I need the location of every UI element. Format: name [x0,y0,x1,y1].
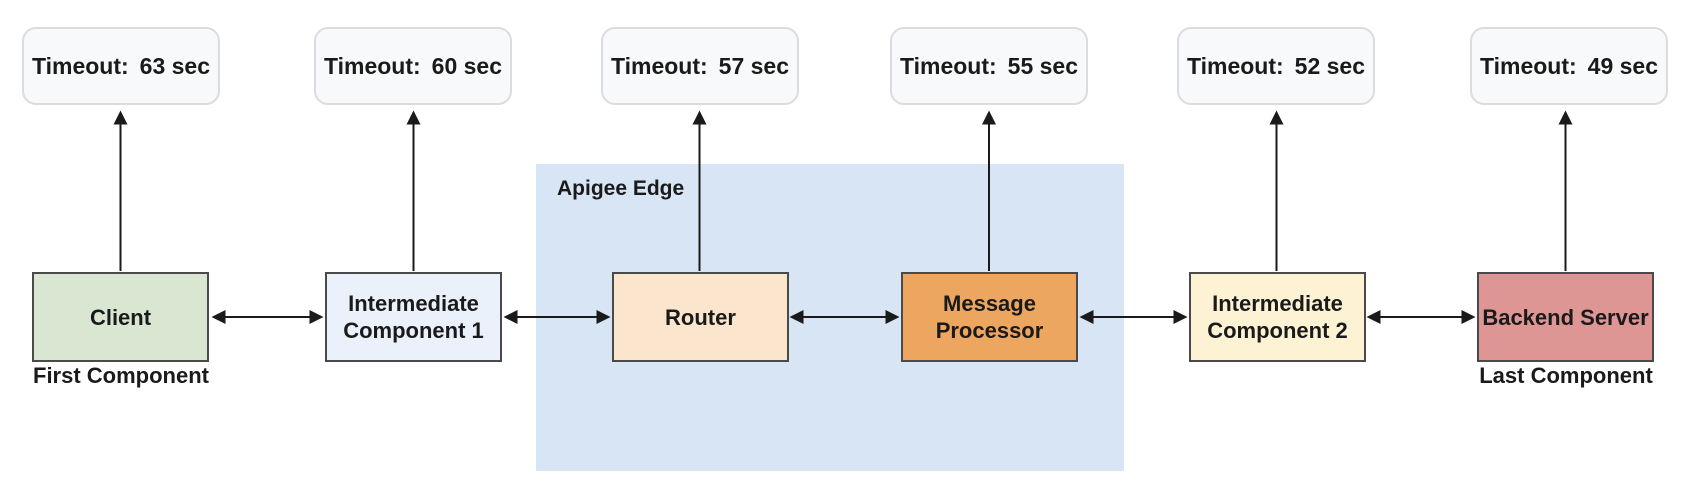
component-name: Client [89,304,152,330]
timeout-value: 55 sec [1007,52,1079,79]
timeout-label: Timeout: [323,52,421,79]
timeout-value: 52 sec [1294,52,1366,79]
timeout-label: Timeout: [610,52,708,79]
component-name: Intermediate Component 1 [343,291,484,343]
component-box-intermediate-2: Intermediate Component 2 [1189,272,1366,362]
timeout-label: Timeout: [31,52,129,79]
component-box-intermediate-1: Intermediate Component 1 [325,272,502,362]
component-caption-first: First Component [33,363,209,388]
region-label: Apigee Edge [557,177,685,200]
timeout-value: 49 sec [1587,52,1659,79]
timeout-label: Timeout: [1186,52,1284,79]
timeout-value: 57 sec [718,52,790,79]
timeout-callout-client: Timeout: 63 sec [22,27,220,105]
component-box-message-processor: Message Processor [901,272,1078,362]
timeout-callout-message-processor: Timeout: 55 sec [890,27,1088,105]
component-name: Message Processor [935,291,1044,343]
component-name: Router [665,304,736,330]
timeout-callout-router: Timeout: 57 sec [601,27,799,105]
component-name: Intermediate Component 2 [1207,291,1348,343]
component-box-client: Client [32,272,209,362]
timeout-value: 60 sec [431,52,503,79]
component-box-router: Router [612,272,789,362]
component-name: Backend Server [1482,304,1649,330]
timeout-callout-intermediate-2: Timeout: 52 sec [1177,27,1375,105]
component-box-backend: Backend Server [1477,272,1654,362]
timeout-callout-backend: Timeout: 49 sec [1470,27,1668,105]
timeout-value: 63 sec [139,52,211,79]
timeout-label: Timeout: [899,52,997,79]
component-caption-last: Last Component [1479,363,1653,388]
timeout-label: Timeout: [1479,52,1577,79]
timeout-callout-intermediate-1: Timeout: 60 sec [314,27,512,105]
